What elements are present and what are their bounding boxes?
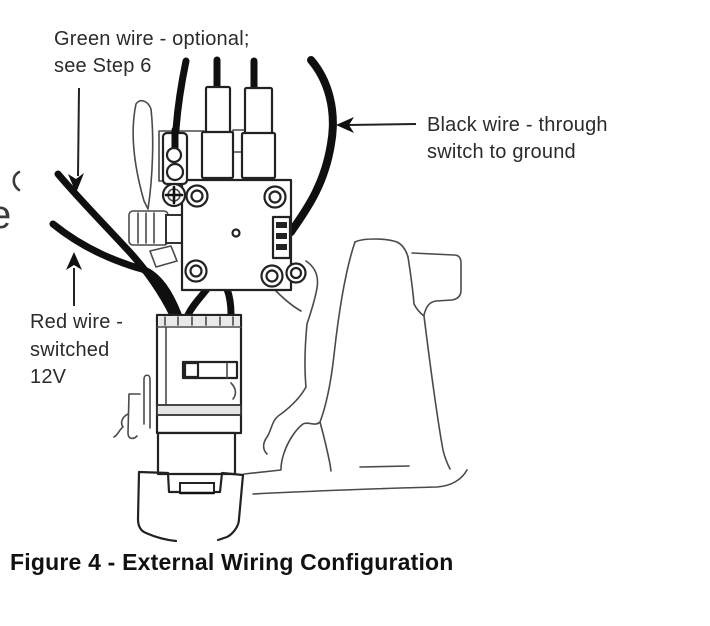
solenoid-body <box>113 313 245 543</box>
red-wire <box>49 220 182 318</box>
black-wire-arrow <box>336 117 417 133</box>
corner-screw <box>260 264 284 288</box>
red-wire-label-line2: switched <box>30 338 110 361</box>
phillips-screw <box>161 182 187 208</box>
corner-screw <box>263 185 287 209</box>
cropped-stroke <box>12 170 21 192</box>
corner-screw <box>184 259 208 283</box>
red-wire-label-line3: 12V <box>30 366 67 388</box>
side-nut <box>285 262 307 284</box>
black-ground-wire <box>287 56 337 236</box>
red-wire-label-line1: Red wire - <box>30 311 124 333</box>
spade-terminal-left <box>200 85 235 180</box>
console-bracket-hook <box>411 252 462 316</box>
spade-terminal-right <box>240 86 277 180</box>
cropped-text-fragment: e <box>0 193 12 237</box>
green-wire-arrow <box>68 87 84 193</box>
wire-clamp <box>161 126 189 186</box>
black-wire-label-line2: switch to ground <box>427 141 576 163</box>
green-wire <box>54 170 177 319</box>
green-wire-label-line1: Green wire - optional; <box>54 28 250 50</box>
solenoid-side-bracket <box>113 374 151 440</box>
figure-caption: Figure 4 - External Wiring Configuration <box>10 549 454 575</box>
console-outline <box>243 238 468 495</box>
terminal-strip-detail <box>271 215 292 260</box>
floor-baseline <box>252 469 468 495</box>
red-wire-label: Red wire - switched 12V <box>30 309 123 392</box>
valve-block <box>180 178 293 292</box>
green-wire-label-line2: see Step 6 <box>54 55 152 77</box>
corner-screw <box>185 184 209 208</box>
wires <box>49 56 337 319</box>
hose-barb-fitting <box>128 210 184 268</box>
green-wire-label: Green wire - optional; see Step 6 <box>54 26 250 80</box>
black-wire-label: Black wire - through switch to ground <box>427 112 608 166</box>
black-wire-label-line1: Black wire - through <box>427 114 608 136</box>
bracket-blade <box>132 99 154 210</box>
red-wire-arrow <box>66 252 82 306</box>
center-port <box>231 228 241 238</box>
